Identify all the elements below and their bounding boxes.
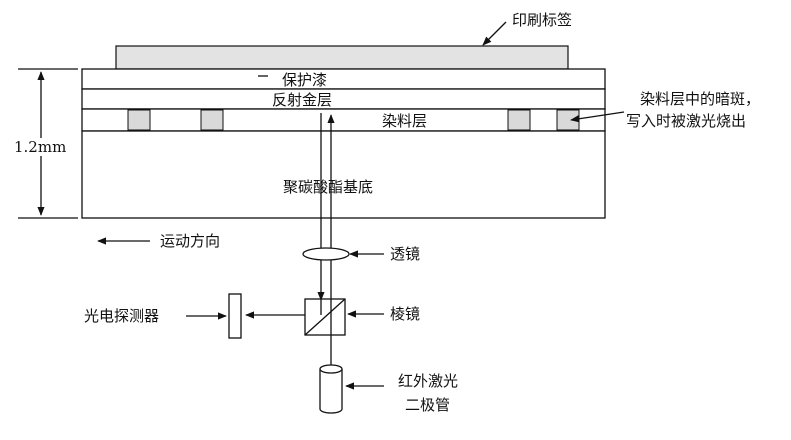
lens-text: 透镜	[390, 245, 420, 263]
thickness-text: 1.2mm	[14, 138, 66, 156]
dark-spot-2	[200, 109, 224, 131]
dark-spot-3	[507, 109, 531, 131]
laser-diode-text-line2: 二极管	[405, 396, 450, 414]
reflective-metal-layer	[81, 88, 606, 110]
polycarbonate-substrate-layer	[81, 130, 606, 219]
laser-diode-body	[319, 369, 343, 414]
reflective-metal-text: 反射金层	[272, 91, 332, 109]
dark-spot-4	[556, 109, 580, 131]
laser-diode-top	[319, 364, 343, 374]
dark-spot-1	[127, 109, 151, 131]
printed-label-pointer	[482, 21, 507, 46]
photodetector-shape	[228, 293, 242, 339]
lens-shape	[302, 247, 350, 261]
motion-direction-text: 运动方向	[160, 232, 220, 250]
dark-spots-text-line2: 写入时被激光烧出	[626, 112, 746, 130]
thickness-text-bg	[12, 138, 74, 156]
substrate-text: 聚碳酸酯基底	[283, 178, 373, 196]
laser-diode-text-line1: 红外激光	[398, 372, 458, 390]
prism-diagonal	[304, 298, 346, 336]
printed-label-text: 印刷标签	[512, 11, 572, 29]
prism-text: 棱镜	[390, 305, 420, 323]
protective-lacquer-layer	[81, 68, 606, 90]
protective-lacquer-text: 保护漆	[282, 71, 327, 89]
dark-spots-text-line1: 染料层中的暗斑，	[640, 90, 760, 108]
dark-spots-pointer	[570, 111, 625, 123]
printed-label-strip	[115, 45, 569, 70]
dye-layer-text: 染料层	[382, 112, 427, 130]
photodetector-text: 光电探测器	[84, 307, 159, 325]
